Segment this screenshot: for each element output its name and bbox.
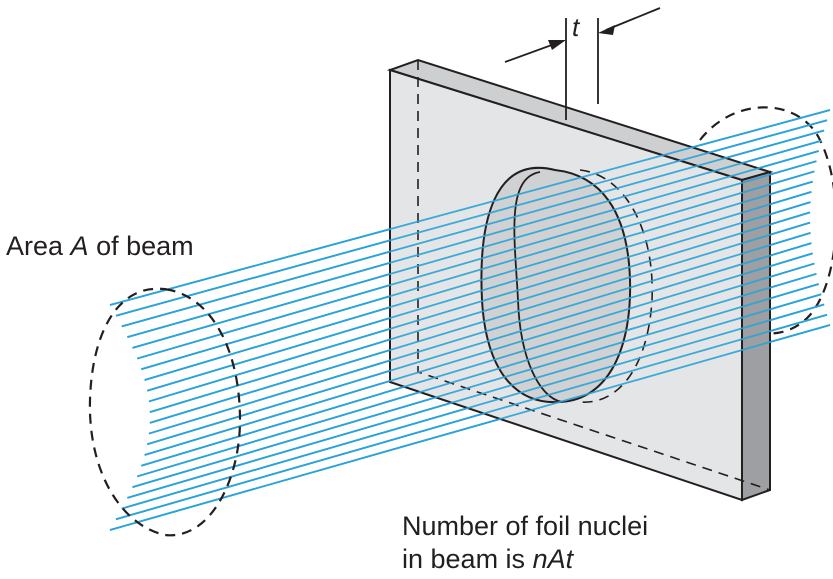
- beam-line-through-foil: [115, 313, 828, 521]
- thickness-arrowhead-left: [548, 40, 566, 50]
- beam-line-through-foil: [146, 242, 812, 446]
- beam-line-through-foil: [144, 252, 813, 456]
- beam-line-through-foil: [109, 109, 831, 306]
- beam-line-through-foil: [148, 231, 811, 435]
- nuclei-label-line1: Number of foil nuclei: [402, 511, 648, 541]
- beam-far-end-outline: [699, 106, 833, 335]
- beam-line-through-foil: [127, 139, 822, 339]
- foil-hole-rear-rim: [579, 169, 653, 403]
- beam-line-through-foil: [144, 180, 813, 381]
- area-label: Area A of beam: [6, 231, 194, 261]
- thickness-label: t: [572, 12, 581, 42]
- beam-line-through-foil: [132, 150, 819, 349]
- beam-line-through-foil: [148, 201, 811, 403]
- thickness-arrowhead-right: [598, 25, 615, 35]
- beam-lines-through-foil: [109, 109, 831, 531]
- beam-line-through-foil: [132, 283, 819, 489]
- beam-line-through-foil: [136, 160, 817, 360]
- beam-line-through-foil: [141, 262, 815, 467]
- nuclei-label-line2: in beam is nAt: [402, 544, 575, 574]
- beam-line-through-foil: [141, 170, 815, 371]
- beam-line-through-foil: [146, 191, 812, 392]
- beam-line-through-foil: [115, 119, 828, 317]
- beam-line-through-foil: [127, 293, 822, 499]
- beam-line-through-foil: [149, 211, 811, 414]
- beam-line-through-foil: [136, 272, 817, 478]
- beam-line-through-foil: [149, 221, 811, 424]
- thickness-arrow-right: [605, 7, 661, 31]
- beam-near-end-outline: [88, 287, 242, 537]
- beam-line-through-foil: [121, 303, 825, 510]
- beam-line-through-foil: [109, 324, 831, 531]
- beam-line-through-foil: [121, 129, 825, 328]
